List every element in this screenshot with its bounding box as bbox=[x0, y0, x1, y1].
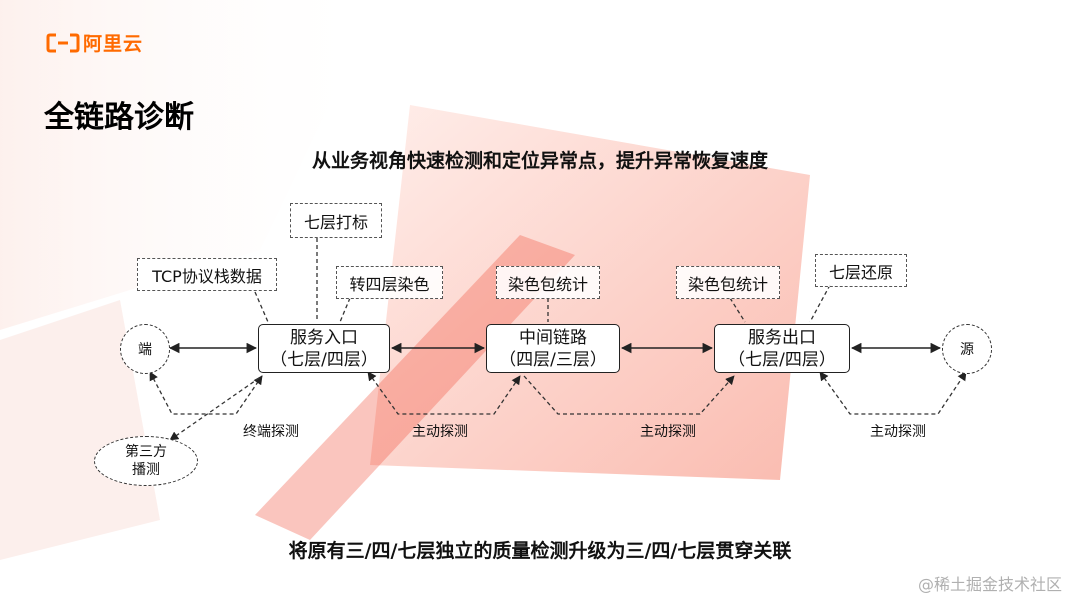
decor-shard-soft bbox=[0, 0, 380, 330]
tag-l7-restore: 七层还原 bbox=[815, 254, 907, 287]
bottom-summary: 将原有三/四/七层独立的质量检测升级为三/四/七层贯穿关联 bbox=[288, 540, 792, 562]
watermark: @稀土掘金技术社区 bbox=[917, 575, 1062, 594]
label-active-probe-3: 主动探测 bbox=[870, 424, 926, 440]
brand-name: 阿里云 bbox=[83, 33, 144, 55]
tag-l4-color: 转四层染色 bbox=[336, 266, 443, 299]
pointer-color-stats-2 bbox=[729, 297, 746, 323]
tag-color-stats-1: 染色包统计 bbox=[496, 266, 600, 299]
probe-third-party bbox=[169, 375, 263, 441]
probe-active-3 bbox=[819, 371, 967, 415]
node-end: 端 bbox=[120, 324, 170, 374]
label-terminal-probe: 终端探测 bbox=[243, 424, 299, 440]
node-service-exit: 服务出口（七层/四层） bbox=[714, 324, 850, 373]
tag-color-stats-2: 染色包统计 bbox=[676, 266, 780, 299]
probe-active-1 bbox=[367, 371, 521, 415]
node-middle-link: 中间链路（四层/三层） bbox=[486, 324, 620, 373]
label-active-probe-1: 主动探测 bbox=[412, 424, 468, 440]
node-service-entry: 服务入口（七层/四层） bbox=[258, 324, 390, 373]
page-title: 全链路诊断 bbox=[44, 100, 194, 135]
decor-shard-left bbox=[0, 300, 160, 560]
subtitle: 从业务视角快速检测和定位异常点，提升异常恢复速度 bbox=[311, 150, 768, 172]
aliyun-logo: 阿里云 bbox=[46, 29, 143, 56]
pointer-l7-restore bbox=[809, 284, 831, 323]
probe-terminal bbox=[149, 371, 263, 415]
aliyun-logo-icon bbox=[46, 33, 80, 52]
probe-active-2 bbox=[523, 375, 735, 415]
pointer-tcp bbox=[254, 291, 269, 323]
tag-l7-mark: 七层打标 bbox=[290, 203, 382, 238]
tag-tcp-stack: TCP协议栈数据 bbox=[137, 258, 277, 291]
pointer-l4-color bbox=[339, 297, 351, 323]
node-third-party: 第三方播测 bbox=[94, 436, 198, 486]
node-source: 源 bbox=[942, 324, 992, 374]
label-active-probe-2: 主动探测 bbox=[640, 424, 696, 440]
decor-shard-beam bbox=[255, 235, 575, 540]
